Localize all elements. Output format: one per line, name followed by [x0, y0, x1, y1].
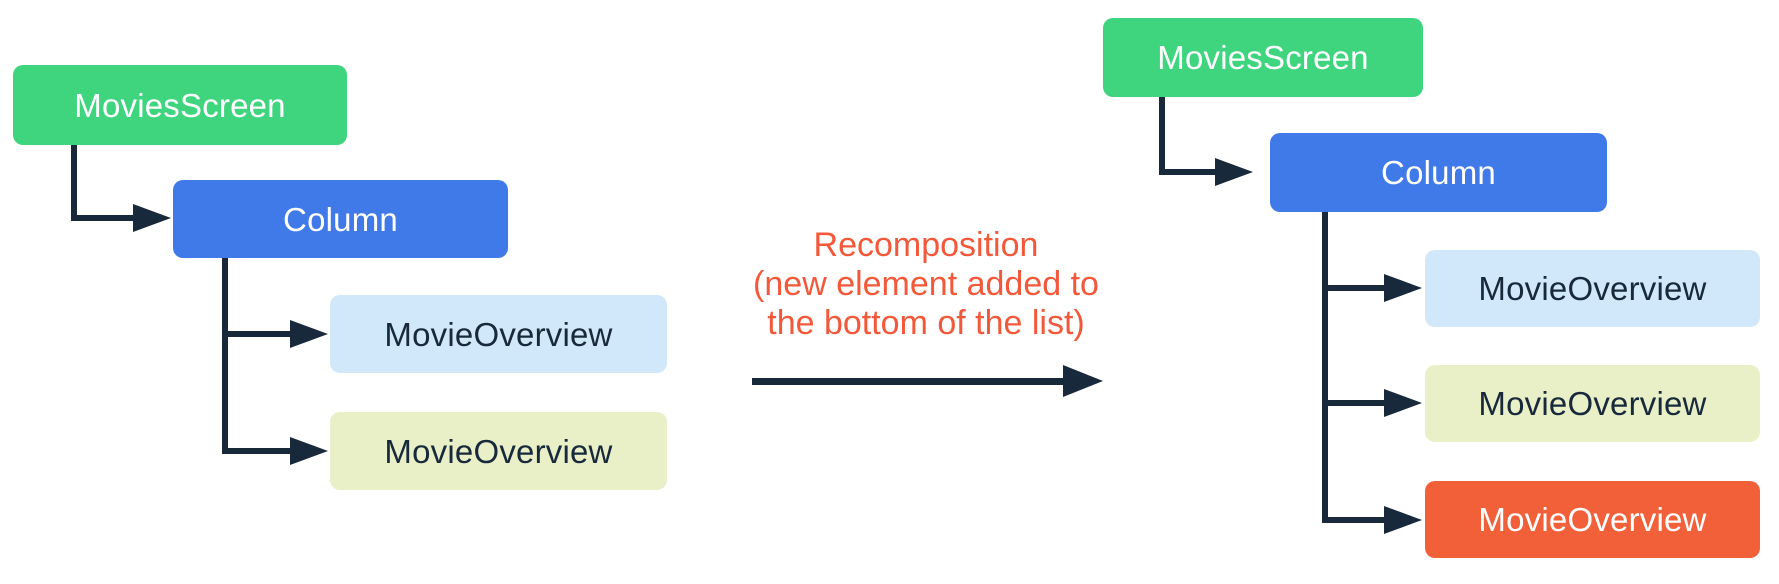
- before-branch1-arrow-icon: [290, 320, 328, 348]
- before-root-arrow-icon: [133, 204, 171, 232]
- after-branch1-arrow-icon: [1384, 274, 1422, 302]
- after-column-connector-vertical: [1322, 212, 1328, 523]
- after-branch3-horizontal: [1322, 517, 1386, 523]
- after-branch3-arrow-icon: [1384, 506, 1422, 534]
- after-movie-overview-1-node: MovieOverview: [1425, 250, 1760, 327]
- annotation-line-3: the bottom of the list): [767, 304, 1085, 342]
- before-movie-overview-2-node: MovieOverview: [330, 412, 667, 490]
- before-movie-overview-2-label: MovieOverview: [384, 432, 613, 470]
- before-column-label: Column: [283, 200, 398, 238]
- before-movies-screen-node: MoviesScreen: [13, 65, 347, 145]
- recomposition-arrow-shaft: [752, 378, 1067, 385]
- before-root-connector-vertical: [71, 145, 77, 221]
- before-branch2-arrow-icon: [290, 437, 328, 465]
- after-movies-screen-node: MoviesScreen: [1103, 18, 1423, 97]
- before-root-connector-horizontal: [71, 215, 135, 221]
- after-branch2-horizontal: [1322, 400, 1386, 406]
- after-branch2-arrow-icon: [1384, 389, 1422, 417]
- before-column-node: Column: [173, 180, 508, 258]
- recomposition-arrow-icon: [1063, 365, 1103, 397]
- after-root-connector-vertical: [1159, 97, 1165, 175]
- after-movie-overview-3-new-node: MovieOverview: [1425, 481, 1760, 558]
- after-column-label: Column: [1381, 154, 1496, 191]
- after-column-node: Column: [1270, 133, 1607, 212]
- annotation-line-1: Recomposition: [813, 226, 1039, 264]
- before-branch2-horizontal: [222, 448, 292, 454]
- before-movie-overview-1-label: MovieOverview: [384, 315, 613, 353]
- after-branch1-horizontal: [1322, 285, 1386, 291]
- before-branch1-horizontal: [222, 331, 292, 337]
- annotation-line-2: (new element added to: [753, 265, 1099, 303]
- recomposition-annotation: Recomposition (new element added to the …: [640, 226, 1212, 343]
- before-movie-overview-1-node: MovieOverview: [330, 295, 667, 373]
- after-movie-overview-3-label: MovieOverview: [1478, 501, 1707, 538]
- after-movies-screen-label: MoviesScreen: [1157, 39, 1369, 76]
- after-root-arrow-icon: [1215, 158, 1253, 186]
- before-column-connector-vertical: [222, 258, 228, 454]
- after-root-connector-horizontal: [1159, 169, 1217, 175]
- after-movie-overview-2-node: MovieOverview: [1425, 365, 1760, 442]
- after-movie-overview-2-label: MovieOverview: [1478, 385, 1707, 422]
- before-movies-screen-label: MoviesScreen: [74, 86, 286, 124]
- after-movie-overview-1-label: MovieOverview: [1478, 270, 1707, 307]
